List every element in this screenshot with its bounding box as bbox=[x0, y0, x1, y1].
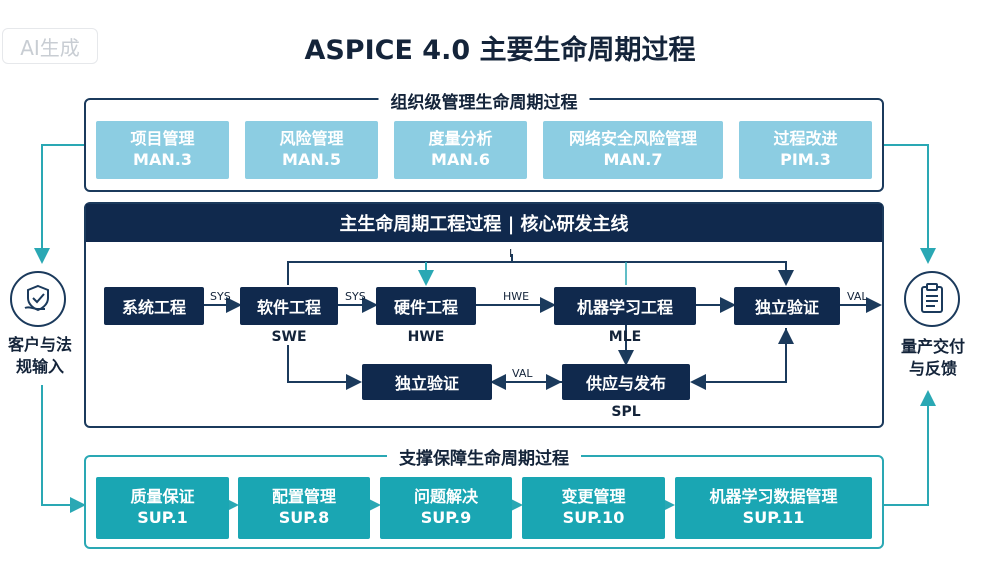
customer-input-line2: 规输入 bbox=[15, 356, 64, 376]
org-box-pim3[interactable]: 过程改进 PIM.3 bbox=[739, 121, 872, 179]
arrow-label-val: VAL bbox=[512, 367, 533, 380]
support-box-name: 变更管理 bbox=[561, 487, 626, 507]
support-box-sup11[interactable]: 机器学习数据管理 SUP.11 bbox=[675, 477, 872, 539]
hand-shield-icon bbox=[10, 271, 66, 327]
org-box-name: 度量分析 bbox=[428, 129, 493, 149]
support-box-code: SUP.1 bbox=[137, 508, 188, 527]
support-section-label: 支撑保障生命周期过程 bbox=[387, 444, 581, 469]
main-frame bbox=[84, 202, 884, 428]
support-box-code: SUP.10 bbox=[562, 508, 625, 527]
arrow-label-val: VAL bbox=[847, 290, 868, 303]
supply-release-box[interactable]: 供应与发布 bbox=[562, 364, 690, 400]
org-box-name: 网络安全风险管理 bbox=[568, 129, 697, 149]
arrow-label-sys: SYS bbox=[210, 290, 231, 303]
org-box-man7[interactable]: 网络安全风险管理 MAN.7 bbox=[543, 121, 723, 179]
support-box-sup9[interactable]: 问题解决 SUP.9 bbox=[380, 477, 512, 539]
arrow-label-hwe: HWE bbox=[503, 290, 530, 303]
validation-box-top[interactable]: 独立验证 bbox=[734, 287, 840, 325]
org-box-name: 过程改进 bbox=[773, 129, 838, 149]
support-box-code: SUP.11 bbox=[742, 508, 805, 527]
org-box-man6[interactable]: 度量分析 MAN.6 bbox=[394, 121, 527, 179]
delivery-feedback-line2: 与反馈 bbox=[908, 358, 957, 378]
org-box-name: 风险管理 bbox=[279, 129, 344, 149]
support-box-code: SUP.8 bbox=[278, 508, 330, 527]
delivery-feedback-line1: 量产交付 bbox=[900, 337, 965, 356]
validation-box-bottom[interactable]: 独立验证 bbox=[362, 364, 492, 400]
org-box-code: MAN.5 bbox=[282, 150, 341, 169]
support-box-name: 配置管理 bbox=[271, 487, 336, 507]
customer-input-label: 客户与法 规输入 bbox=[0, 334, 80, 377]
system-engineering-box[interactable]: 系统工程 bbox=[104, 287, 204, 325]
mle-code: MLE bbox=[608, 329, 642, 345]
customer-input-line1: 客户与法 bbox=[7, 335, 72, 354]
org-box-code: MAN.6 bbox=[431, 150, 490, 169]
support-box-name: 机器学习数据管理 bbox=[709, 487, 838, 507]
delivery-feedback-label: 量产交付 与反馈 bbox=[890, 336, 976, 379]
ml-engineering-box[interactable]: 机器学习工程 bbox=[554, 287, 696, 325]
software-engineering-box[interactable]: 软件工程 bbox=[240, 287, 338, 325]
org-box-name: 项目管理 bbox=[130, 129, 195, 149]
support-box-code: SUP.9 bbox=[420, 508, 472, 527]
org-section-label: 组织级管理生命周期过程 bbox=[378, 88, 590, 113]
arrow-label-i: I bbox=[509, 247, 513, 260]
clipboard-icon bbox=[904, 271, 960, 327]
hwe-code: HWE bbox=[407, 329, 445, 345]
support-box-sup10[interactable]: 变更管理 SUP.10 bbox=[522, 477, 665, 539]
swe-code: SWE bbox=[271, 329, 307, 345]
ai-watermark: AI生成 bbox=[2, 28, 98, 64]
support-box-sup8[interactable]: 配置管理 SUP.8 bbox=[238, 477, 370, 539]
support-box-name: 质量保证 bbox=[130, 487, 195, 507]
support-box-sup1[interactable]: 质量保证 SUP.1 bbox=[96, 477, 229, 539]
main-header: 主生命周期工程过程 | 核心研发主线 bbox=[86, 204, 882, 242]
page-title: ASPICE 4.0 主要生命周期过程 bbox=[304, 35, 696, 66]
spl-code: SPL bbox=[611, 404, 641, 420]
org-box-code: MAN.7 bbox=[603, 150, 663, 169]
org-box-code: PIM.3 bbox=[780, 150, 831, 169]
org-box-man5[interactable]: 风险管理 MAN.5 bbox=[245, 121, 378, 179]
org-box-code: MAN.3 bbox=[133, 150, 192, 169]
org-box-man3[interactable]: 项目管理 MAN.3 bbox=[96, 121, 229, 179]
support-box-name: 问题解决 bbox=[413, 487, 478, 507]
arrow-label-sys: SYS bbox=[345, 290, 366, 303]
hardware-engineering-box[interactable]: 硬件工程 bbox=[376, 287, 476, 325]
